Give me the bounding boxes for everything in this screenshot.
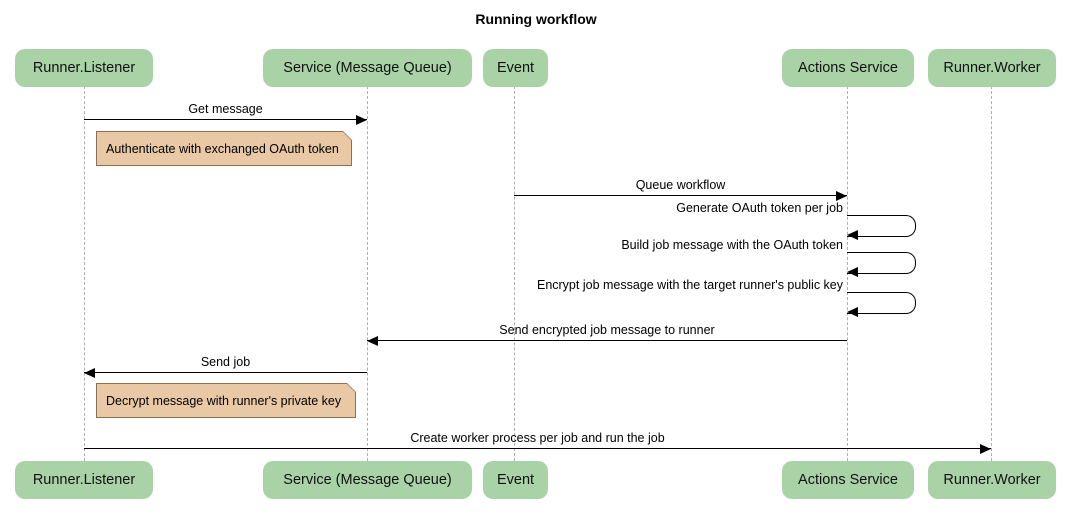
participant-label: Actions Service bbox=[798, 60, 898, 76]
participant-label: Service (Message Queue) bbox=[283, 60, 452, 76]
participant-label: Runner.Worker bbox=[943, 472, 1041, 488]
participant-bottom-runner-worker[interactable]: Runner.Worker bbox=[928, 461, 1056, 499]
page-title: Running workflow bbox=[475, 11, 597, 27]
arrowhead-right-icon bbox=[836, 190, 847, 201]
participant-label: Actions Service bbox=[798, 472, 898, 488]
note-decrypt-message-with-runners-private-key[interactable]: Decrypt message with runner's private ke… bbox=[96, 383, 356, 418]
lifeline-runner-listener bbox=[84, 86, 85, 461]
message-label-create-worker-process-per-job-and-run-the-job: Create worker process per job and run th… bbox=[410, 431, 665, 445]
arrowhead-left-icon bbox=[367, 335, 378, 346]
participant-top-runner-listener[interactable]: Runner.Listener bbox=[15, 49, 153, 87]
participant-bottom-service-message-queue[interactable]: Service (Message Queue) bbox=[263, 461, 472, 499]
message-line-get-message[interactable] bbox=[84, 119, 367, 120]
message-line-send-job[interactable] bbox=[84, 372, 367, 373]
note-authenticate-with-exchanged-oauth-token[interactable]: Authenticate with exchanged OAuth token bbox=[96, 131, 352, 166]
message-line-send-encrypted-job-message-to-runner[interactable] bbox=[367, 340, 847, 341]
participant-bottom-actions-service[interactable]: Actions Service bbox=[782, 461, 914, 499]
participant-bottom-runner-listener[interactable]: Runner.Listener bbox=[15, 461, 153, 499]
message-line-create-worker-process-per-job-and-run-the-job[interactable] bbox=[84, 448, 991, 449]
participant-top-actions-service[interactable]: Actions Service bbox=[782, 49, 914, 87]
message-label-get-message: Get message bbox=[188, 102, 263, 116]
participant-label: Runner.Listener bbox=[32, 60, 136, 76]
arrowhead-left-icon bbox=[84, 367, 95, 378]
participant-bottom-event[interactable]: Event bbox=[483, 461, 548, 499]
self-message-encrypt-job-message-with-the-target-runners-public-key[interactable] bbox=[847, 292, 916, 314]
message-label-send-encrypted-job-message-to-runner: Send encrypted job message to runner bbox=[499, 323, 715, 337]
lifeline-service-message-queue bbox=[367, 86, 368, 461]
participant-label: Event bbox=[496, 472, 535, 488]
lifeline-event bbox=[514, 86, 515, 461]
participant-label: Event bbox=[496, 60, 535, 76]
arrowhead-left-icon bbox=[847, 306, 858, 317]
message-label-generate-oauth-token-per-job: Generate OAuth token per job bbox=[676, 201, 843, 215]
message-line-queue-workflow[interactable] bbox=[514, 195, 847, 196]
self-message-build-job-message-with-the-oauth-token[interactable] bbox=[847, 252, 916, 274]
participant-label: Runner.Worker bbox=[943, 60, 1041, 76]
note-label: Authenticate with exchanged OAuth token bbox=[106, 141, 339, 156]
arrowhead-right-icon bbox=[356, 114, 367, 125]
note-fold-icon bbox=[347, 383, 356, 392]
lifeline-runner-worker bbox=[991, 86, 992, 461]
participant-label: Runner.Listener bbox=[32, 472, 136, 488]
participant-top-service-message-queue[interactable]: Service (Message Queue) bbox=[263, 49, 472, 87]
message-label-build-job-message-with-the-oauth-token: Build job message with the OAuth token bbox=[621, 238, 843, 252]
arrowhead-right-icon bbox=[980, 443, 991, 454]
message-label-send-job: Send job bbox=[200, 355, 251, 369]
participant-top-runner-worker[interactable]: Runner.Worker bbox=[928, 49, 1056, 87]
message-label-encrypt-job-message-with-the-target-runners-public-key: Encrypt job message with the target runn… bbox=[536, 278, 843, 292]
note-label: Decrypt message with runner's private ke… bbox=[106, 393, 342, 408]
message-label-queue-workflow: Queue workflow bbox=[635, 178, 726, 192]
arrowhead-left-icon bbox=[847, 229, 858, 240]
participant-label: Service (Message Queue) bbox=[283, 472, 452, 488]
self-message-generate-oauth-token-per-job[interactable] bbox=[847, 215, 916, 237]
note-fold-icon bbox=[343, 131, 352, 140]
arrowhead-left-icon bbox=[847, 266, 858, 277]
participant-top-event[interactable]: Event bbox=[483, 49, 548, 87]
